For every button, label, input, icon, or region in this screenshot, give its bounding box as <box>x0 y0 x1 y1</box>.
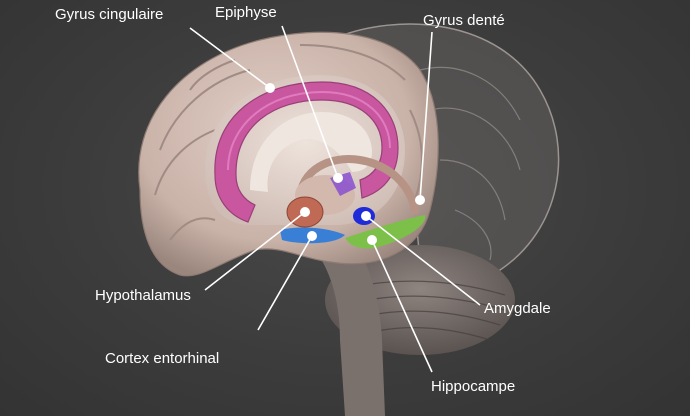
label-cortex-entorhinal: Cortex entorhinal <box>105 350 220 367</box>
leader-amygdale <box>365 215 481 306</box>
anchor-dots <box>265 83 425 245</box>
dot-cortex-entorhinal <box>307 231 317 241</box>
label-amygdale: Amygdale <box>484 300 551 317</box>
dot-hippocampe <box>367 235 377 245</box>
brainstem <box>315 245 385 416</box>
leader-gyrus-dente <box>419 31 433 201</box>
label-epiphyse: Epiphyse <box>215 4 277 21</box>
dot-gyrus-cingulaire <box>265 83 275 93</box>
dot-amygdale <box>361 211 371 221</box>
leader-hippocampe <box>371 239 433 373</box>
label-hypothalamus: Hypothalamus <box>95 287 191 304</box>
corpus-callosum <box>250 112 372 192</box>
label-gyrus-cingulaire: Gyrus cingulaire <box>55 6 164 23</box>
dot-hypothalamus <box>300 207 310 217</box>
cerebellum-folia <box>339 280 506 341</box>
leader-epiphyse <box>281 25 339 179</box>
leader-cortex-entorhinal <box>257 235 313 331</box>
label-hippocampe: Hippocampe <box>431 378 516 395</box>
cingulate-sulcus <box>227 90 391 171</box>
cortex-gyri <box>154 44 423 241</box>
leader-lines <box>189 25 481 373</box>
label-gyrus-dente: Gyrus denté <box>423 12 505 29</box>
ghost-sulci <box>419 66 521 261</box>
cingulate-gyrus <box>214 81 399 223</box>
leader-gyrus-cingulaire <box>189 27 271 89</box>
fornix <box>296 155 419 214</box>
dot-epiphyse <box>333 173 343 183</box>
dot-gyrus-dente <box>415 195 425 205</box>
leader-hypothalamus <box>204 211 306 291</box>
